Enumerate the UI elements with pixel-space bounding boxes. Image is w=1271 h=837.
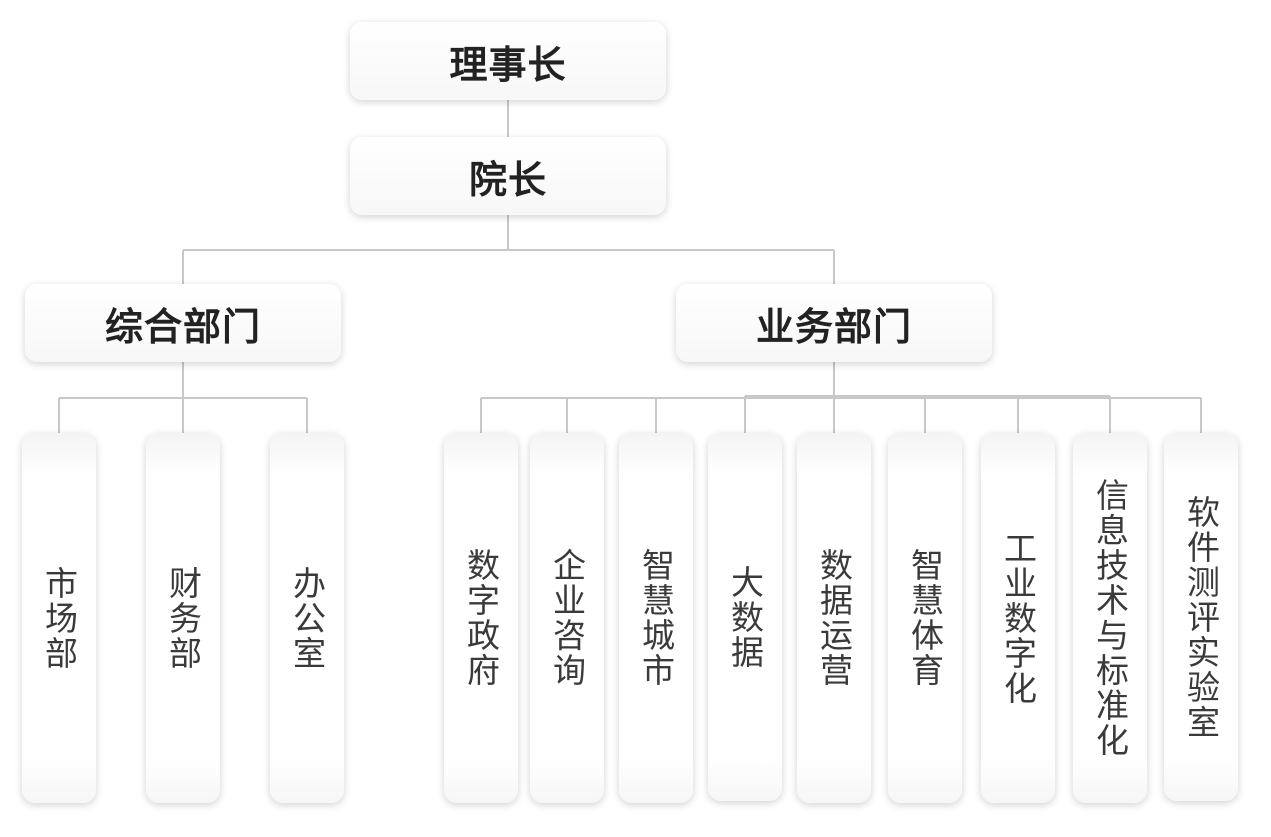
node-general-departments: 综合部门 [25,284,341,362]
node-label: 综合部门 [104,304,261,349]
node-label: 市场部 [39,565,79,671]
node-dept-industrial-digitalization: 工业数字化 [981,433,1055,803]
node-dept-data-operations: 数据运营 [797,433,871,803]
node-dept-enterprise-consulting: 企业咨询 [530,433,604,803]
node-label: 财务部 [163,565,203,671]
node-label: 信息技术与标准化 [1090,478,1130,758]
node-label: 业务部门 [755,304,912,349]
node-dept-smart-sports: 智慧体育 [888,433,962,803]
node-label: 办公室 [287,565,327,671]
node-label: 工业数字化 [998,530,1038,706]
node-dept-it-standardization: 信息技术与标准化 [1073,433,1147,803]
node-label: 智慧体育 [905,548,945,688]
node-label: 企业咨询 [547,548,587,688]
node-dept-finance: 财务部 [146,433,220,803]
node-dept-software-testing-lab: 软件测评实验室 [1164,433,1238,801]
node-label: 软件测评实验室 [1181,494,1221,740]
node-dept-market: 市场部 [22,433,96,803]
node-dept-office: 办公室 [270,433,344,803]
node-label: 大数据 [725,564,765,670]
node-dept-big-data: 大数据 [708,433,782,801]
node-label: 智慧城市 [636,548,676,688]
node-president: 院长 [350,137,666,215]
node-chairman: 理事长 [350,22,666,100]
node-dept-digital-government: 数字政府 [444,433,518,803]
node-label: 院长 [468,157,547,202]
node-dept-smart-city: 智慧城市 [619,433,693,803]
node-label: 数字政府 [461,548,501,688]
node-business-departments: 业务部门 [676,284,992,362]
node-label: 数据运营 [814,548,854,688]
node-label: 理事长 [449,42,567,87]
